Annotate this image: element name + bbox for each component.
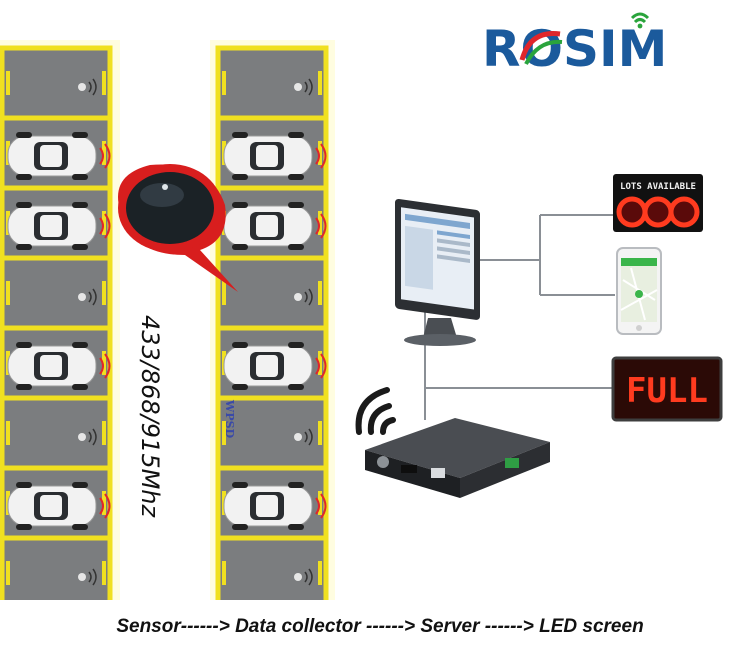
sensor-signal-icon	[294, 428, 313, 446]
logo-road-swirl-icon	[519, 31, 563, 65]
sensor-signal-icon	[294, 288, 313, 306]
logo-text: ROSIM	[482, 20, 667, 72]
lots-available-digits	[616, 196, 700, 228]
sensor-signal-icon	[78, 78, 97, 96]
right-parking-column	[215, 45, 329, 600]
parked-car	[223, 202, 313, 250]
map-pin-icon	[635, 290, 643, 298]
parking-space	[0, 115, 113, 191]
sensor-signal-icon	[294, 78, 313, 96]
parking-space	[215, 115, 329, 191]
parking-space	[215, 185, 329, 261]
sensor-zoom-bubble	[118, 164, 238, 292]
serial-port	[401, 465, 417, 473]
sensor-signal-icon	[78, 288, 97, 306]
left-parking-column	[0, 45, 113, 600]
server-monitor	[395, 198, 480, 346]
connection-lines	[424, 214, 615, 420]
flow-caption: Sensor------> Data collector ------> Ser…	[116, 616, 644, 637]
ethernet-port	[431, 468, 445, 478]
full-led-sign: FULL	[611, 356, 723, 422]
sensor-signal-icon	[294, 568, 313, 586]
rosim-logo: ROSIM	[482, 12, 667, 72]
sensor-signal-red-icon	[99, 353, 111, 379]
app-header-bar	[621, 258, 657, 266]
smartphone-app	[616, 247, 662, 335]
antenna-connector	[377, 456, 389, 468]
parking-space	[215, 325, 329, 401]
sensor-signal-red-icon	[315, 213, 327, 239]
wifi-signal-icon	[355, 387, 396, 435]
parked-car	[223, 482, 313, 530]
sensor-signal-red-icon	[315, 353, 327, 379]
sensor-signal-red-icon	[99, 143, 111, 169]
parked-car	[7, 342, 97, 390]
network-diagram: LOTS AVAILABLE 000 FULL	[355, 174, 723, 498]
parked-car	[7, 202, 97, 250]
terminal-block	[505, 458, 519, 468]
parked-car	[7, 482, 97, 530]
parking-space	[0, 185, 113, 261]
logo-wifi-icon	[630, 12, 650, 29]
sensor-signal-red-icon	[99, 493, 111, 519]
parking-space	[0, 535, 113, 600]
parking-lot-illustration: WPSD	[0, 40, 335, 600]
parking-space	[215, 535, 329, 600]
lots-available-display: LOTS AVAILABLE 000	[613, 174, 703, 232]
sensor-signal-icon	[78, 568, 97, 586]
lots-available-title: LOTS AVAILABLE	[620, 182, 696, 192]
frequency-label-box: 433/868/915Mhz	[136, 315, 164, 519]
full-sign-text: FULL	[626, 371, 708, 411]
parked-car	[7, 132, 97, 180]
parking-space	[0, 465, 113, 541]
parking-space	[215, 465, 329, 541]
parked-car	[223, 132, 313, 180]
parking-space	[0, 325, 113, 401]
frequency-label: 433/868/915Mhz	[136, 315, 164, 519]
sensor-signal-icon	[78, 428, 97, 446]
wall-marking-text: WPSD	[223, 399, 236, 439]
data-collector-box	[365, 418, 550, 498]
parked-car	[223, 342, 313, 390]
sensor-signal-red-icon	[315, 143, 327, 169]
wireless-sensor-puck	[126, 172, 214, 244]
sensor-signal-red-icon	[99, 213, 111, 239]
sensor-signal-red-icon	[315, 493, 327, 519]
